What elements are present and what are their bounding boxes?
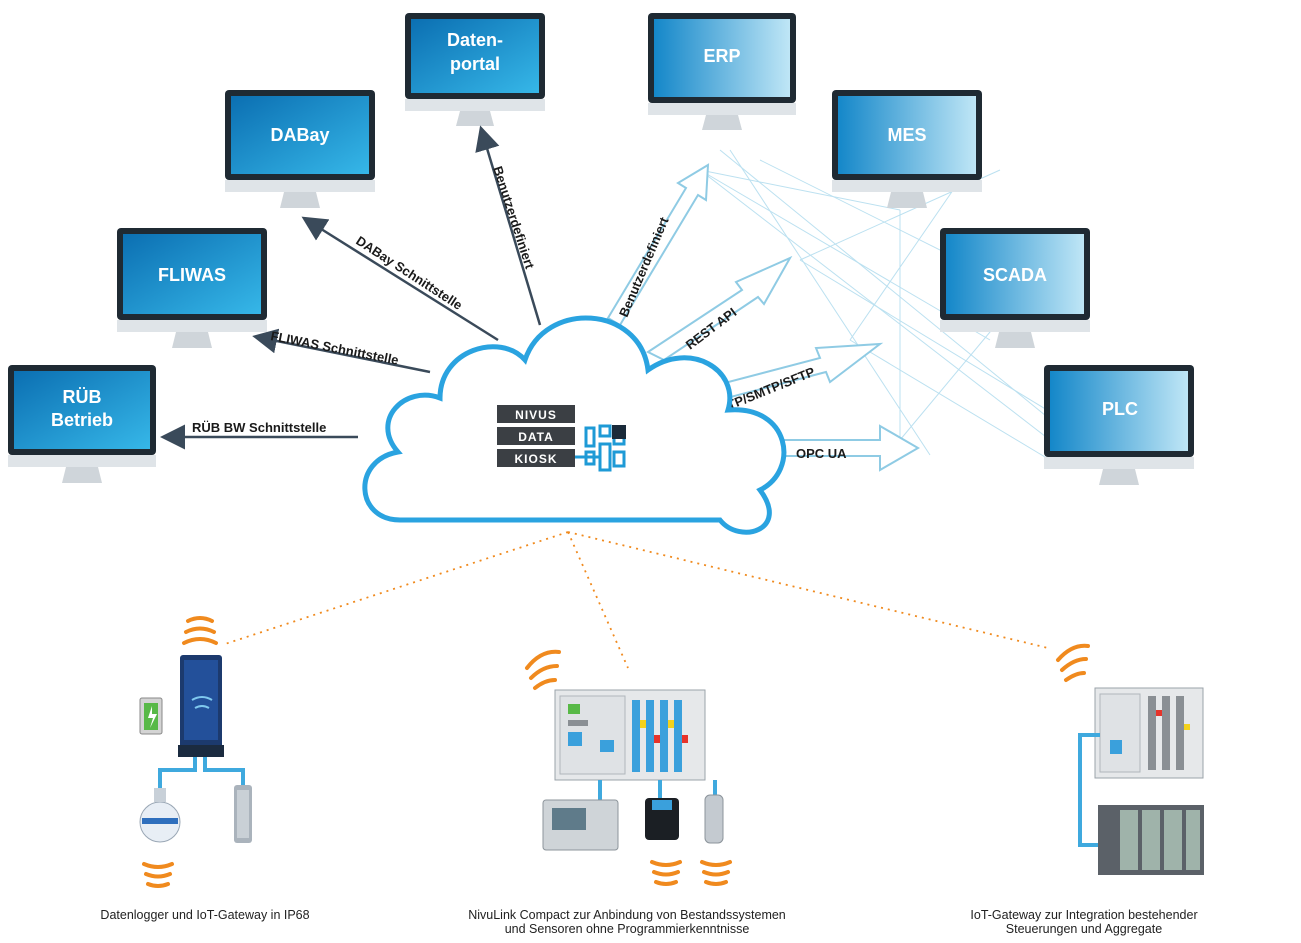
monitor-datenportal-line2: portal [450, 54, 500, 74]
link-label-benutzerdefiniert-right: Benutzerdefiniert [616, 214, 672, 319]
monitor-fliwas: FLIWAS [117, 228, 267, 348]
monitor-mes-label: MES [887, 125, 926, 145]
caption-center-line1: NivuLink Compact zur Anbindung von Besta… [468, 908, 786, 922]
caption-right-line2: Steuerungen und Aggregate [1005, 922, 1163, 936]
wireless-icon-bottom-center1 [650, 860, 682, 886]
logo-line2: DATA [518, 430, 554, 444]
link-label-dabay: DABay Schnittstelle [353, 233, 465, 313]
wireless-icon-right [1056, 643, 1090, 682]
iot-gateway-device [1078, 687, 1204, 875]
datalogger-device [139, 655, 252, 843]
monitor-datenportal: Daten- portal [405, 13, 545, 126]
monitor-rub-line1: RÜB [63, 387, 102, 407]
dark-arrows [160, 125, 542, 450]
monitor-scada-label: SCADA [983, 265, 1047, 285]
caption-right: IoT-Gateway zur Integration bestehender … [874, 908, 1294, 936]
monitor-plc-label: PLC [1102, 399, 1138, 419]
logo-line1: NIVUS [515, 408, 557, 422]
nivulink-compact-device [542, 689, 724, 851]
cloud-shape [362, 315, 787, 535]
wireless-icon-center [525, 649, 561, 690]
monitor-mes: MES [832, 90, 982, 208]
link-label-rub: RÜB BW Schnittstelle [192, 420, 326, 435]
wireless-icon-bottom-left [142, 862, 174, 888]
caption-left: Datenlogger und IoT-Gateway in IP68 [0, 908, 415, 922]
link-label-benutzerdefiniert-left: Benutzerdefiniert [490, 164, 538, 271]
connection-fan [699, 149, 1101, 461]
monitor-dabay-label: DABay [270, 125, 329, 145]
caption-center-line2: und Sensoren ohne Programmierkenntnisse [504, 922, 750, 936]
caption-right-line1: IoT-Gateway zur Integration bestehender [970, 908, 1198, 922]
monitor-erp-label: ERP [703, 46, 740, 66]
monitor-erp: ERP [648, 13, 796, 130]
wireless-icon-bottom-center2 [700, 860, 732, 886]
monitor-scada: SCADA [940, 228, 1090, 348]
monitor-dabay: DABay [225, 90, 375, 208]
monitor-fliwas-label: FLIWAS [158, 265, 226, 285]
link-label-opc: OPC UA [796, 446, 847, 461]
monitor-datenportal-line1: Daten- [447, 30, 503, 50]
link-label-fliwas: FLIWAS Schnittstelle [269, 328, 399, 368]
monitor-rub: RÜB Betrieb [8, 365, 156, 483]
caption-center: NivuLink Compact zur Anbindung von Besta… [417, 908, 837, 936]
nivus-data-kiosk-logo: NIVUS DATA KIOSK [497, 405, 626, 472]
caption-left-text: Datenlogger und IoT-Gateway in IP68 [100, 908, 310, 922]
dotted-links [221, 531, 1049, 669]
logo-line3: KIOSK [514, 452, 557, 466]
monitor-rub-line2: Betrieb [51, 410, 113, 430]
monitor-plc: PLC [1044, 365, 1194, 485]
wireless-icon-left [182, 616, 218, 645]
